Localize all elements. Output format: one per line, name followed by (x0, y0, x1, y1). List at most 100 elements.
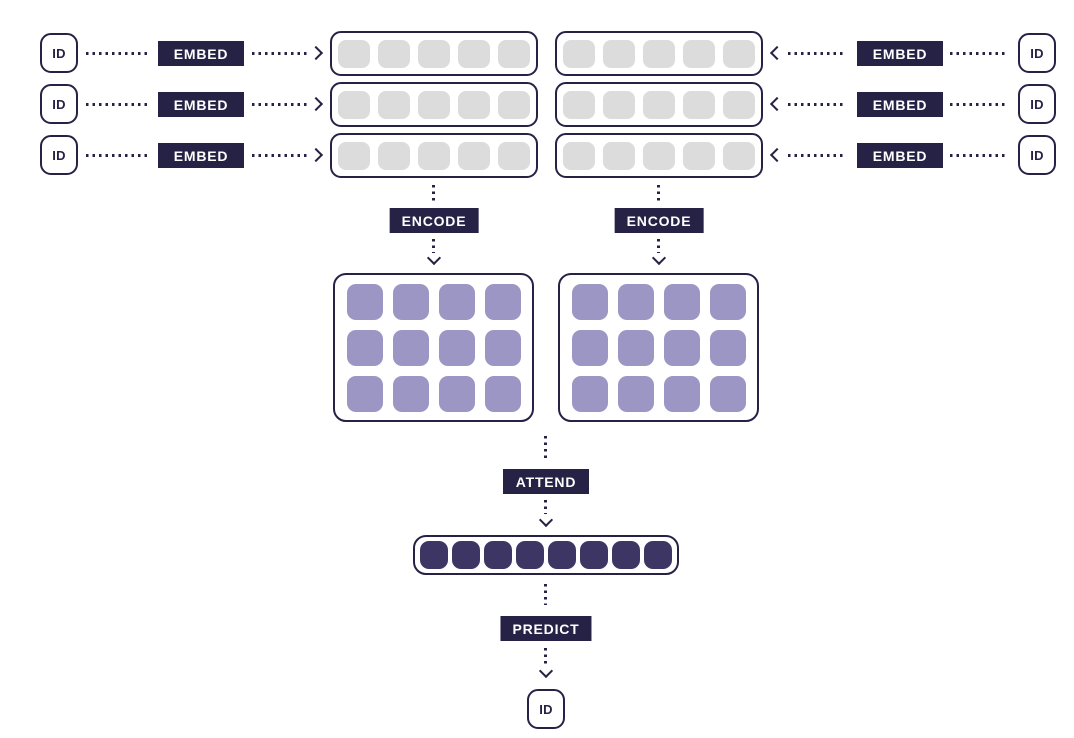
encode-pill-left: ENCODE (389, 208, 479, 233)
vector-cell (563, 90, 595, 119)
embedding-strip-left (330, 82, 538, 127)
id-label: ID (1030, 96, 1044, 112)
embedding-strip-left (330, 31, 538, 76)
vector-cell (644, 541, 672, 569)
dotted-connector (544, 436, 547, 459)
dotted-connector (86, 52, 150, 55)
vector-cell (498, 39, 530, 68)
dotted-connector (788, 103, 846, 106)
attend-label: ATTEND (515, 473, 577, 490)
dotted-connector (950, 154, 1008, 157)
vector-cell (723, 141, 755, 170)
predict-label: PREDICT (512, 620, 580, 637)
embed-pill-right: EMBED (857, 41, 943, 66)
vector-cell (723, 39, 755, 68)
dotted-connector (788, 154, 846, 157)
vector-cell (378, 90, 410, 119)
id-label: ID (52, 96, 66, 112)
embed-pill-right: EMBED (857, 92, 943, 117)
vector-cell (392, 283, 429, 320)
embed-row: ID EMBED EMBED ID (0, 31, 1074, 76)
embed-label: EMBED (872, 96, 928, 113)
encode-pill-right: ENCODE (614, 208, 704, 233)
arrow-down-icon (538, 663, 554, 679)
id-label: ID (539, 701, 553, 717)
vector-cell (452, 541, 480, 569)
id-label: ID (52, 45, 66, 61)
vector-cell (663, 283, 700, 320)
vector-cell (663, 329, 700, 366)
vector-cell (571, 329, 608, 366)
arrow-right-icon (308, 147, 324, 163)
vector-cell (484, 329, 521, 366)
vector-cell (563, 39, 595, 68)
vector-cell (709, 375, 746, 412)
vector-cell (709, 283, 746, 320)
attend-pill: ATTEND (503, 469, 589, 494)
arrow-left-icon (769, 96, 785, 112)
vector-cell (498, 90, 530, 119)
encode-label: ENCODE (401, 212, 467, 229)
id-box-output: ID (527, 689, 565, 729)
embed-label: EMBED (173, 147, 229, 164)
vector-cell (438, 283, 475, 320)
vector-cell (617, 283, 654, 320)
dotted-connector (950, 52, 1008, 55)
vector-cell (603, 141, 635, 170)
dotted-connector (432, 239, 435, 253)
vector-cell (438, 329, 475, 366)
vector-cell (346, 283, 383, 320)
vector-cell (338, 39, 370, 68)
embed-label: EMBED (872, 45, 928, 62)
dotted-connector (544, 500, 547, 514)
id-box-left: ID (40, 33, 78, 73)
vector-cell (346, 329, 383, 366)
vector-cell (571, 283, 608, 320)
vector-cell (346, 375, 383, 412)
dotted-connector (86, 103, 150, 106)
embed-row: ID EMBED EMBED ID (0, 82, 1074, 127)
dotted-connector (252, 52, 310, 55)
vector-cell (683, 39, 715, 68)
id-box-right: ID (1018, 135, 1056, 175)
arrow-right-icon (308, 45, 324, 61)
id-label: ID (1030, 147, 1044, 163)
vector-cell (643, 141, 675, 170)
embed-pill-left: EMBED (158, 143, 244, 168)
embed-pill-left: EMBED (158, 92, 244, 117)
vector-cell (498, 141, 530, 170)
embedding-strip-right (555, 82, 763, 127)
vector-cell (643, 39, 675, 68)
vector-cell (418, 39, 450, 68)
vector-cell (418, 141, 450, 170)
id-label: ID (52, 147, 66, 163)
vector-cell (378, 141, 410, 170)
embedding-strip-right (555, 31, 763, 76)
embed-row: ID EMBED EMBED ID (0, 133, 1074, 178)
predict-pill: PREDICT (500, 616, 592, 641)
id-box-left: ID (40, 135, 78, 175)
id-label: ID (1030, 45, 1044, 61)
arrow-down-icon (426, 250, 442, 266)
vector-cell (438, 375, 475, 412)
vector-cell (458, 141, 490, 170)
arrow-left-icon (769, 147, 785, 163)
vector-cell (338, 141, 370, 170)
vector-cell (723, 90, 755, 119)
dotted-connector (432, 185, 435, 204)
arrow-down-icon (651, 250, 667, 266)
vector-cell (392, 329, 429, 366)
vector-cell (663, 375, 700, 412)
vector-cell (563, 141, 595, 170)
vector-cell (484, 375, 521, 412)
arrow-right-icon (308, 96, 324, 112)
vector-cell (548, 541, 576, 569)
embed-pill-left: EMBED (158, 41, 244, 66)
vector-cell (484, 541, 512, 569)
vector-cell (418, 90, 450, 119)
dotted-connector (950, 103, 1008, 106)
dotted-connector (252, 103, 310, 106)
arrow-left-icon (769, 45, 785, 61)
embedding-strip-left (330, 133, 538, 178)
